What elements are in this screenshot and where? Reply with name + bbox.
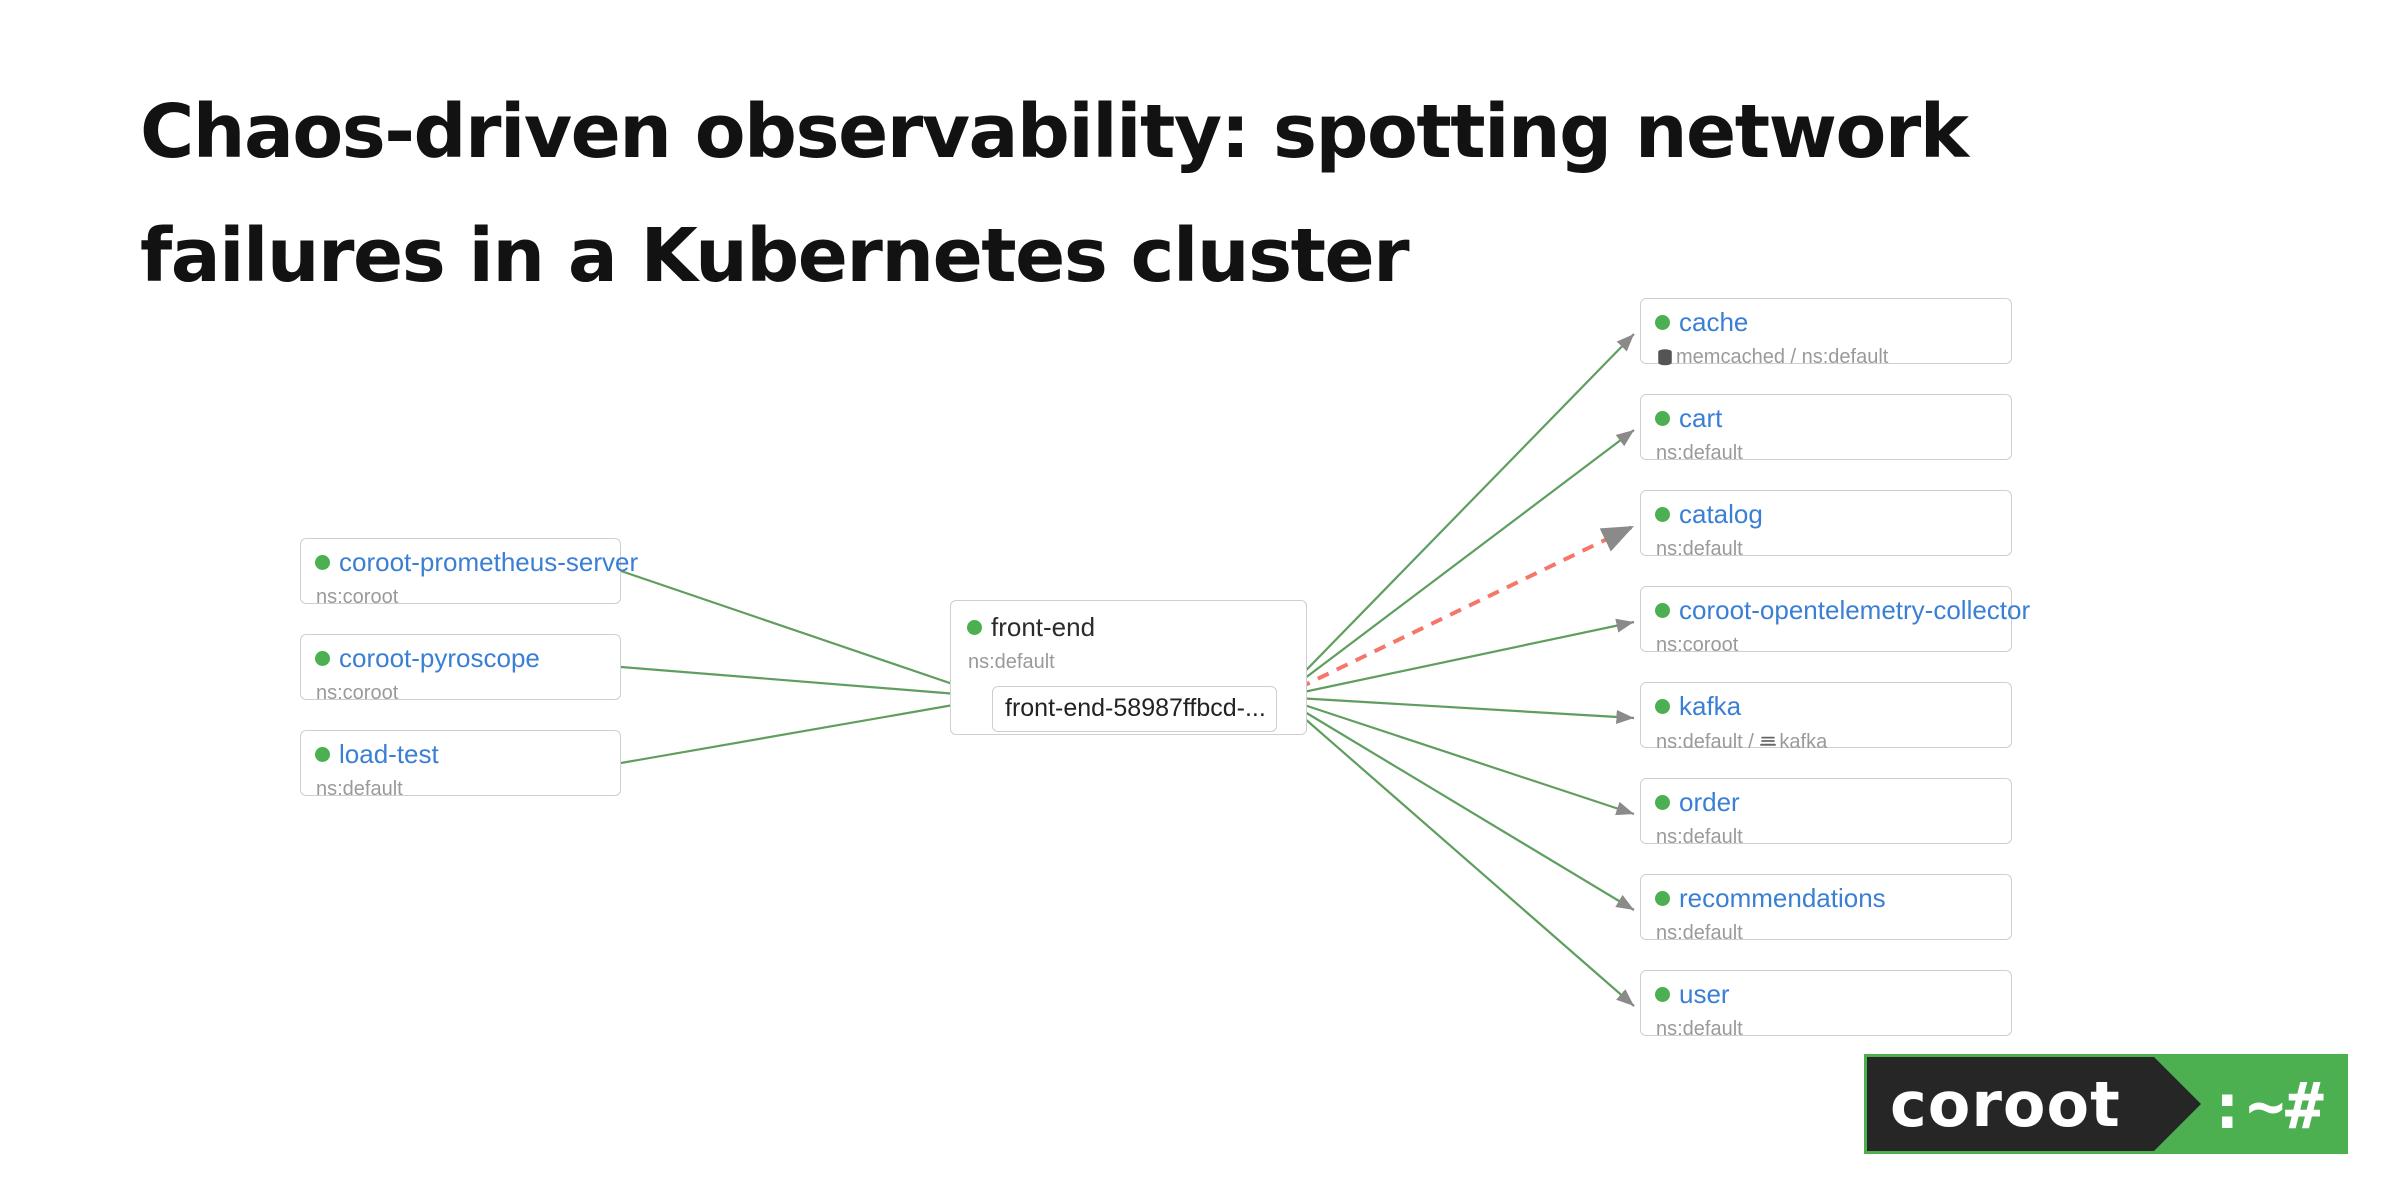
node-catalog[interactable]: catalog ns:default <box>1640 490 2012 560</box>
node-title[interactable]: coroot-opentelemetry-collector <box>1679 595 2031 625</box>
page-title: Chaos-driven observability: spotting net… <box>140 89 1969 299</box>
node-namespace: ns:default <box>1656 537 1743 560</box>
node-subtitle: ns:default <box>1656 826 1997 848</box>
node-namespace: ns:default <box>1656 921 1743 944</box>
node-subtitle: ns:coroot <box>316 682 606 704</box>
node-namespace: ns:default / <box>1656 730 1760 753</box>
logo-prompt: :~# <box>2208 1070 2324 1144</box>
node-subtitle: ns:default <box>1656 442 1997 464</box>
node-subtitle: ns:default <box>1656 922 1997 944</box>
node-front-end[interactable]: front-end ns:default front-end-58987ffbc… <box>950 600 1307 735</box>
node-header: order <box>1655 788 1997 817</box>
node-namespace: memcached / ns:default <box>1676 346 1889 369</box>
node-load-test[interactable]: load-test ns:default <box>300 730 621 800</box>
database-icon <box>1656 348 1674 371</box>
status-ok-icon <box>1655 698 1670 714</box>
node-header: user <box>1655 980 1997 1009</box>
node-namespace-kafka: ns:default / kafka <box>1656 730 1827 753</box>
node-title[interactable]: coroot-pyroscope <box>339 643 540 673</box>
node-title[interactable]: cart <box>1679 403 1723 433</box>
status-ok-icon <box>1655 314 1670 330</box>
node-namespace: ns:default <box>1656 441 1743 464</box>
node-namespace: ns:default <box>1656 825 1743 848</box>
node-cart[interactable]: cart ns:default <box>1640 394 2012 464</box>
node-title[interactable]: kafka <box>1679 691 1742 721</box>
kafka-queue-label: kafka <box>1779 730 1828 753</box>
edge-coroot-pyroscope-to-front-end <box>620 665 983 702</box>
edge-front-end-to-recommendations <box>1279 696 1635 911</box>
edge-front-end-to-order <box>1279 695 1635 816</box>
node-namespace: ns:default <box>1656 1017 1743 1040</box>
node-header: coroot-pyroscope <box>315 644 606 673</box>
edge-front-end-to-kafka <box>1279 695 1635 724</box>
node-cache[interactable]: cache memcached / ns:default <box>1640 298 2012 368</box>
edge-group-outgoing <box>1279 333 1635 1007</box>
node-title[interactable]: cache <box>1679 307 1749 337</box>
node-header: load-test <box>315 740 606 769</box>
node-title[interactable]: coroot-prometheus-server <box>339 547 639 577</box>
node-kafka[interactable]: kafka ns:default / kafka <box>1640 682 2012 753</box>
edge-front-end-to-cache <box>1279 333 1635 698</box>
node-title[interactable]: load-test <box>339 739 439 769</box>
node-subtitle: ns:coroot <box>1656 634 1997 656</box>
status-ok-icon <box>1655 506 1670 522</box>
status-ok-icon <box>315 746 330 762</box>
node-subtitle: ns:default <box>1656 1018 1997 1040</box>
status-ok-icon <box>1655 602 1670 618</box>
logo-dark-panel <box>1867 1057 2201 1151</box>
edge-front-end-to-catalog <box>1279 524 1635 699</box>
edge-front-end-to-coroot-opentelemetry-collector <box>1279 618 1635 699</box>
node-title[interactable]: order <box>1679 787 1740 817</box>
node-namespace: ns:default <box>316 777 403 800</box>
node-title[interactable]: catalog <box>1679 499 1763 529</box>
status-ok-icon <box>1655 410 1670 426</box>
node-subtitle: ns:default <box>968 651 1290 673</box>
node-subtitle: ns:coroot <box>316 586 606 608</box>
edge-front-end-to-cart <box>1279 429 1635 698</box>
node-header: coroot-opentelemetry-collector <box>1655 596 2030 625</box>
node-header: cart <box>1655 404 1997 433</box>
node-header: catalog <box>1655 500 1997 529</box>
status-ok-icon <box>315 650 330 666</box>
edge-load-test-to-front-end <box>620 696 983 765</box>
node-coroot-opentelemetry-collector[interactable]: coroot-opentelemetry-collector ns:coroot <box>1640 586 2030 656</box>
coroot-logo: coroot :~# <box>1864 1054 2348 1154</box>
node-namespace: ns:coroot <box>316 681 399 704</box>
logo-wordmark: coroot <box>1890 1068 2121 1141</box>
node-namespace: ns:coroot <box>1656 633 1739 656</box>
node-user[interactable]: user ns:default <box>1640 970 2012 1040</box>
node-title: front-end <box>991 612 1096 642</box>
pod-chip[interactable]: front-end-58987ffbcd-... <box>992 685 1277 732</box>
queue-icon <box>1759 732 1777 755</box>
pod-name: front-end-58987ffbcd-... <box>1005 694 1266 723</box>
node-recommendations[interactable]: recommendations ns:default <box>1640 874 2012 944</box>
node-order[interactable]: order ns:default <box>1640 778 2012 848</box>
node-coroot-prometheus-server[interactable]: coroot-prometheus-server ns:coroot <box>300 538 638 608</box>
node-namespace: ns:coroot <box>316 585 399 608</box>
status-ok-icon <box>315 554 330 570</box>
node-subtitle: ns:default <box>316 778 606 800</box>
node-header: kafka <box>1655 692 1997 721</box>
node-title[interactable]: user <box>1679 979 1730 1009</box>
edge-front-end-to-user <box>1279 696 1635 1007</box>
edge-group-incoming <box>620 569 983 765</box>
node-header: front-end <box>967 613 1290 642</box>
node-subtitle: memcached / ns:default <box>1656 346 1997 369</box>
status-ok-icon <box>967 619 982 635</box>
status-ok-icon <box>1655 890 1670 906</box>
node-header: recommendations <box>1655 884 1997 913</box>
status-ok-icon <box>1655 794 1670 810</box>
node-header: cache <box>1655 308 1997 337</box>
node-namespace: ns:default <box>968 650 1055 673</box>
node-title[interactable]: recommendations <box>1679 883 1886 913</box>
node-coroot-pyroscope[interactable]: coroot-pyroscope ns:coroot <box>300 634 621 704</box>
edge-coroot-prometheus-server-to-front-end <box>620 569 983 696</box>
node-subtitle: ns:default / kafka <box>1656 730 1997 753</box>
node-subtitle: ns:default <box>1656 538 1997 560</box>
node-header: coroot-prometheus-server <box>315 548 638 577</box>
status-ok-icon <box>1655 986 1670 1002</box>
